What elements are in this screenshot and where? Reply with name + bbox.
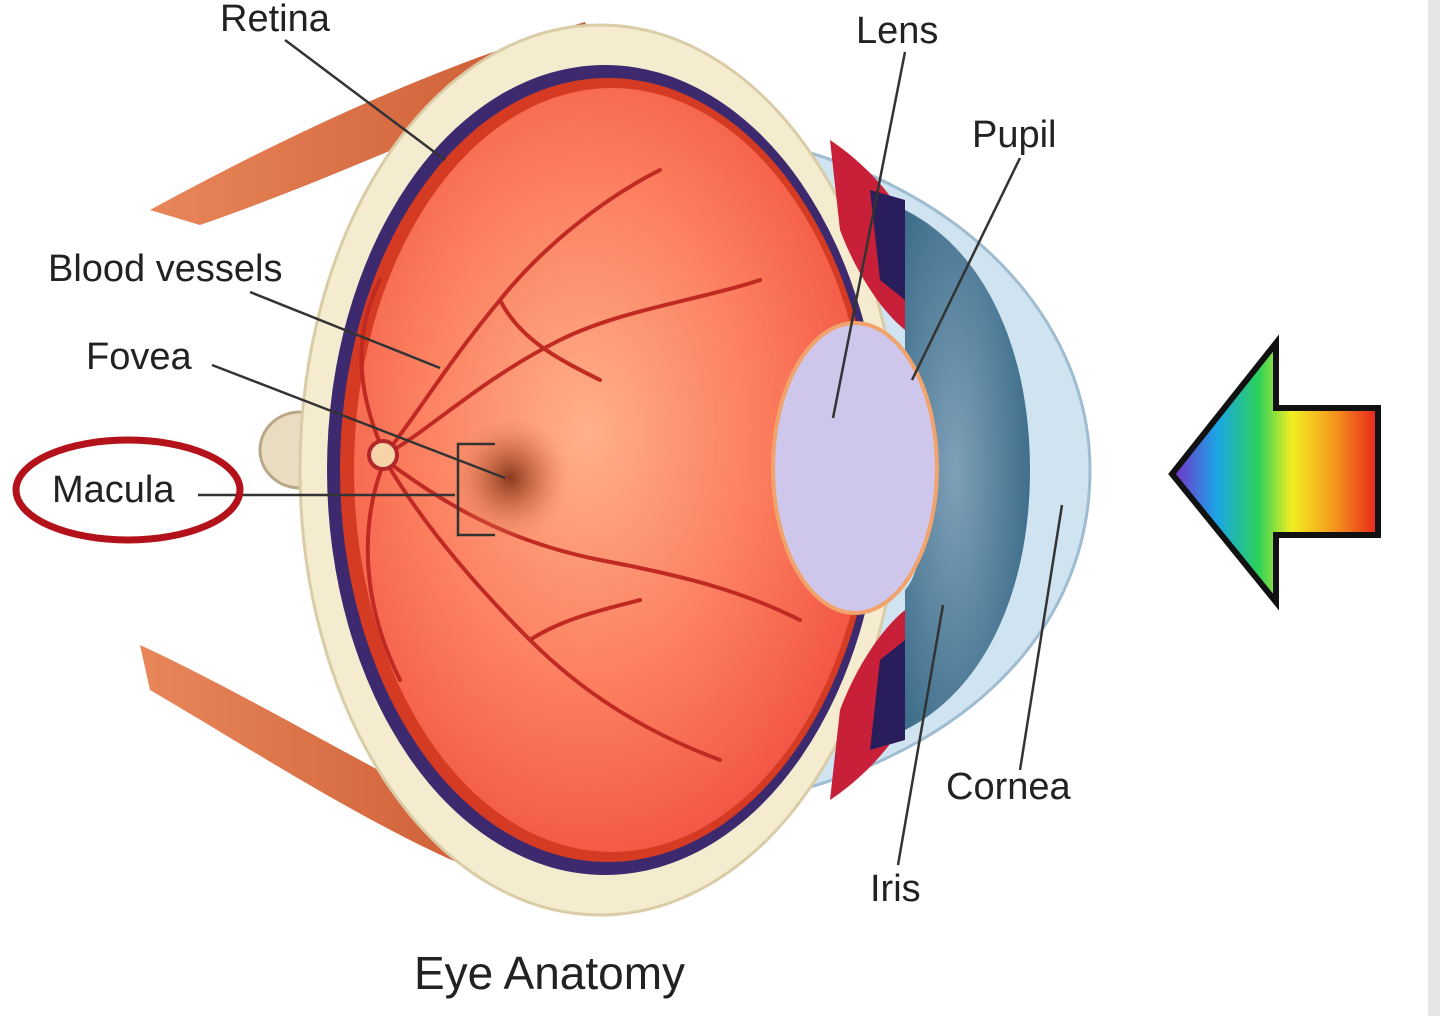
lens-shape [771, 321, 939, 615]
light-arrow [1168, 334, 1381, 611]
label-blood-vessels: Blood vessels [48, 248, 283, 290]
macula-highlight-ring [12, 436, 244, 544]
label-lens: Lens [856, 10, 939, 52]
label-pupil: Pupil [972, 114, 1057, 156]
label-iris: Iris [870, 868, 921, 910]
optic-disc [367, 439, 399, 471]
ciliary-muscle-bottom [870, 640, 905, 750]
iris-shape [905, 210, 1030, 730]
label-cornea: Cornea [946, 766, 1071, 808]
label-retina: Retina [220, 0, 330, 40]
macula-spot [450, 416, 570, 540]
leader-lines [198, 39, 1064, 866]
label-macula: Macula [52, 469, 175, 511]
label-fovea: Fovea [86, 336, 192, 378]
fundus [354, 88, 870, 852]
scrollbar-track[interactable] [1428, 0, 1440, 1016]
figure-caption: Eye Anatomy [414, 947, 686, 999]
ciliary-muscle-top [870, 190, 905, 300]
